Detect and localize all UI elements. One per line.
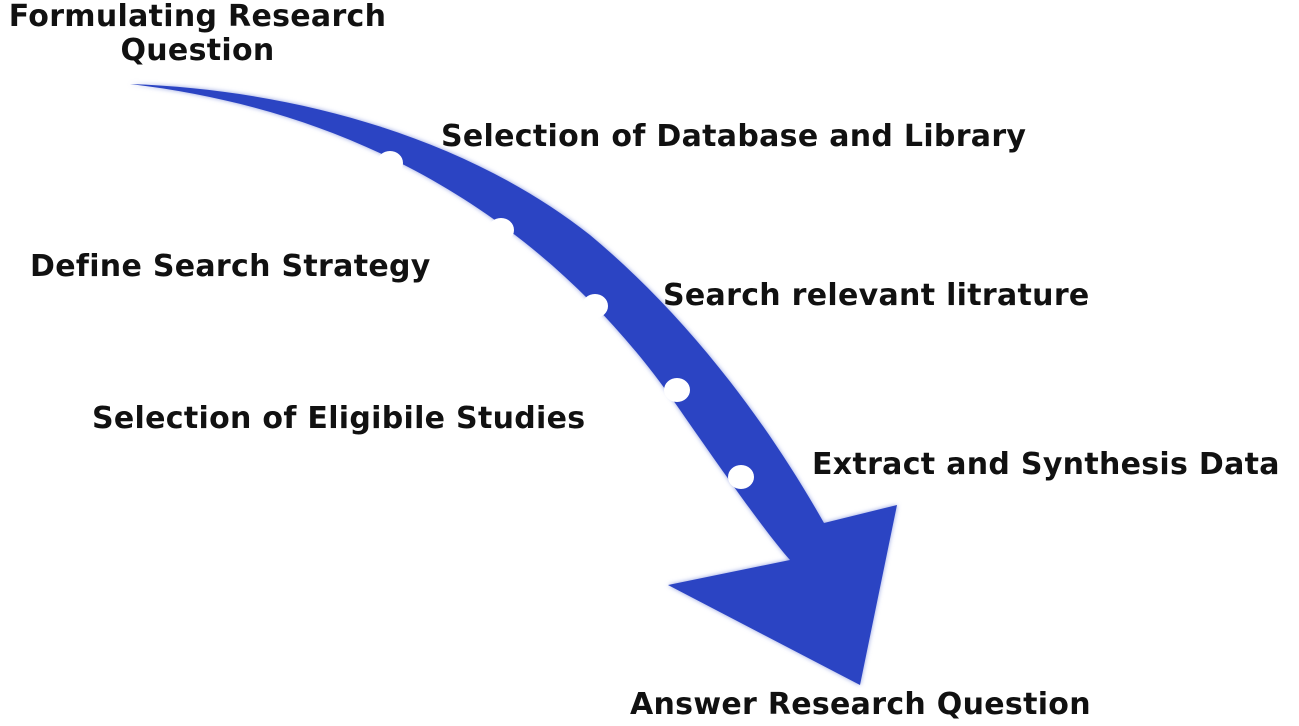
step-search-relevant-literature: Search relevant litrature: [663, 278, 1090, 313]
step-define-search-strategy: Define Search Strategy: [30, 249, 431, 284]
step-selection-of-eligible-studies: Selection of Eligibile Studies: [92, 401, 586, 436]
step-formulating-research-question: Formulating Research Question: [0, 0, 395, 68]
step-selection-of-database: Selection of Database and Library: [441, 119, 1027, 154]
milestone-dot-icon: [488, 218, 514, 242]
step-label-line-2: Question: [120, 33, 275, 68]
step-extract-and-synthesis-data: Extract and Synthesis Data: [812, 447, 1280, 482]
milestone-dot-icon: [664, 378, 690, 402]
milestone-dot-icon: [377, 151, 403, 175]
milestone-dot-icon: [582, 294, 608, 318]
arrow-body: [130, 84, 897, 685]
milestone-dot-icon: [728, 465, 754, 489]
step-label-line-1: Formulating Research: [8, 0, 387, 34]
step-answer-research-question: Answer Research Question: [630, 687, 1091, 722]
